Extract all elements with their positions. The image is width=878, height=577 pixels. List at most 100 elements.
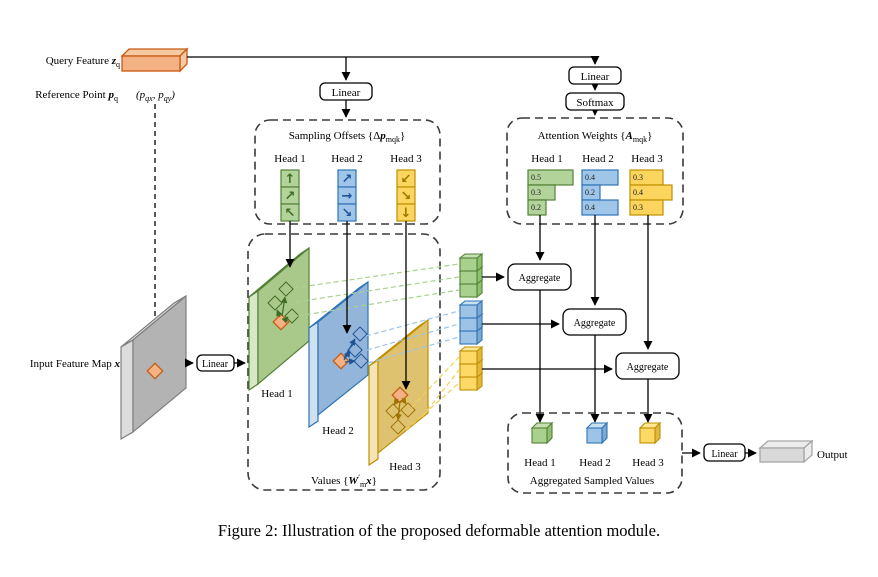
aggregate-box-3 (615, 352, 680, 380)
values-title: Values {W′mx} (311, 473, 377, 489)
map-side-face (248, 289, 259, 392)
aggregated-head2-label: Head 2 (579, 457, 610, 469)
output-bar (759, 447, 805, 463)
value-map-head3: Head 3 (368, 318, 429, 473)
aggregated-head1-label: Head 1 (524, 457, 555, 469)
offsets-to-maps-arrows (285, 221, 411, 390)
sampling-point-diamond (390, 419, 406, 435)
attention-value: 0.2 (585, 188, 595, 197)
aggregated-values-group: Head 1 Head 2 Head 3 Aggregated Sampled … (507, 412, 683, 494)
query-feature-bar (121, 55, 181, 72)
aggregated-cube-head3 (638, 421, 662, 445)
sampling-point-diamond (352, 326, 368, 342)
attention-weights-group: Attention Weights {Amqk} Head 1 Head 2 H… (506, 117, 684, 225)
sampling-point-diamond (267, 295, 283, 311)
attn-head3-bars: 0.3 0.4 0.3 (629, 169, 673, 216)
stack-cube (458, 345, 484, 366)
attn-head2-bars: 0.4 0.2 0.4 (581, 169, 619, 216)
aggregate-box-2-label: Aggregate (574, 318, 616, 329)
aggregate-box-1-label: Aggregate (519, 273, 561, 284)
offset-vector (395, 400, 402, 421)
offset-arrow-icon: → (342, 189, 353, 204)
values-head3-label: Head 3 (389, 461, 421, 473)
offset-vector (281, 316, 289, 324)
offset-vector (344, 358, 356, 365)
input-map-side-face (120, 338, 134, 441)
input-feature-map: Input Feature Map x (30, 294, 187, 441)
figure-caption: Figure 2: Illustration of the proposed d… (218, 521, 660, 540)
value-map-head2: Head 2 (308, 280, 369, 437)
aggregate-box-1 (507, 263, 572, 291)
reference-point-label: Reference Point pq (35, 89, 118, 103)
attn-head3-label: Head 3 (631, 153, 663, 165)
aggregate-connectors (482, 215, 653, 423)
offsets-head1-label: Head 1 (274, 153, 305, 165)
offset-arrow-icon: ↘ (342, 206, 353, 221)
aggregated-cube-head2 (585, 421, 609, 445)
map-side-face (368, 358, 379, 467)
sampled-link-green (297, 289, 460, 317)
attention-value: 0.3 (531, 188, 541, 197)
reference-point: Reference Point pq (pqx, pqy) (35, 89, 175, 358)
aggregated-cube-head1 (530, 421, 554, 445)
map-front-face (377, 318, 429, 455)
query-feature: Query Feature zq (46, 47, 189, 73)
values-group: Head 1 Head 2 Head (247, 233, 441, 491)
attention-bar (581, 199, 619, 216)
aggregated-values-title: Aggregated Sampled Values (530, 475, 654, 487)
softmax-box (565, 92, 625, 111)
attn-head1-bars: 0.5 0.3 0.2 (527, 169, 574, 216)
linear-box-offsets (319, 82, 373, 101)
linear-box-values-label: Linear (202, 359, 229, 370)
output-section: Linear Output (682, 439, 848, 464)
stack-cube (458, 299, 484, 320)
offsets-head3-label: Head 3 (390, 153, 422, 165)
offset-vector (343, 350, 351, 361)
sampled-link-blue (365, 310, 460, 337)
sampled-link-green (295, 276, 460, 303)
offset-arrow-icon: ↗ (342, 172, 353, 187)
attention-bar (629, 199, 664, 216)
sampling-offsets-group: Sampling Offsets {Δpmqk} Head 1 Head 2 H… (254, 119, 441, 225)
offset-arrow-icon: ↗ (285, 189, 296, 204)
map-side-face (308, 320, 319, 429)
attention-bar (527, 199, 547, 216)
output-bar-top (758, 440, 814, 449)
query-feature-bar-top (120, 48, 189, 57)
linear-box-attention (568, 66, 622, 85)
output-label: Output (817, 449, 848, 461)
attention-value: 0.3 (633, 203, 643, 212)
reference-point-diamond (146, 362, 164, 380)
values-head2-label: Head 2 (322, 425, 353, 437)
value-map-head1: Head 1 (248, 246, 310, 400)
sampling-point-diamond (278, 281, 294, 297)
sampling-point-diamond (400, 402, 416, 418)
attention-value: 0.2 (531, 203, 541, 212)
sampling-point-diamond (353, 353, 369, 369)
attention-value: 0.4 (633, 188, 643, 197)
offset-vector (276, 309, 283, 318)
sampling-offsets-title: Sampling Offsets {Δpmqk} (289, 130, 406, 144)
offset-arrow-icon: ↑ (285, 172, 296, 187)
attention-weights-title: Attention Weights {Amqk} (538, 130, 653, 144)
softmax-box-label: Softmax (576, 97, 614, 109)
attn-head2-label: Head 2 (582, 153, 613, 165)
sampling-connectors (293, 263, 460, 431)
attention-value: 0.5 (531, 173, 541, 182)
linear-box-output-label: Linear (711, 449, 738, 460)
offsets-head1-cells: ↑ ↗ ↖ (280, 169, 300, 222)
aggregate-box-3-label: Aggregate (627, 362, 669, 373)
sampled-link-yellow (411, 356, 460, 408)
sampled-stack-head3 (458, 345, 484, 392)
map-front-face (317, 280, 369, 417)
values-head1-label: Head 1 (261, 388, 292, 400)
offset-vector (399, 397, 407, 405)
offsets-head2-label: Head 2 (331, 153, 362, 165)
attn-head1-label: Head 1 (531, 153, 562, 165)
aggregated-head3-label: Head 3 (632, 457, 664, 469)
sampled-link-yellow (405, 382, 460, 431)
attention-value: 0.4 (585, 173, 595, 182)
top-connectors (187, 55, 600, 118)
